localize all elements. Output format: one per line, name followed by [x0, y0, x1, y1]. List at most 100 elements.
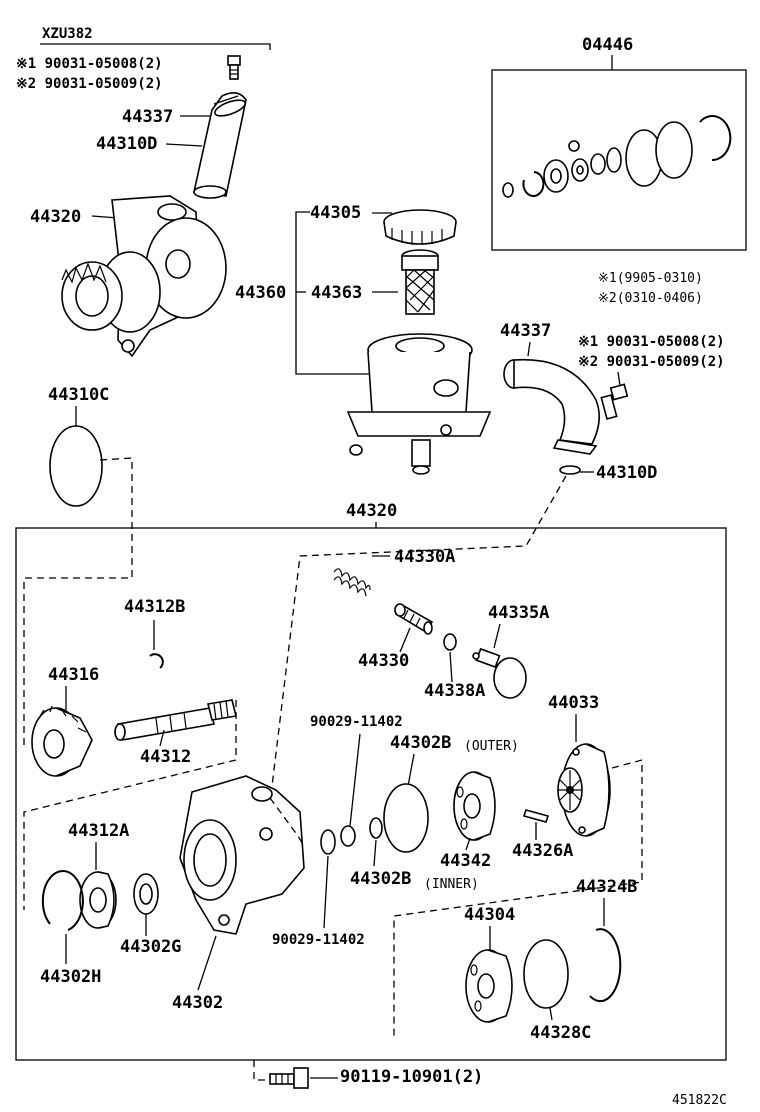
seal-kit-box: [491, 69, 747, 251]
bolt-icon-90119: [269, 1067, 309, 1089]
label-44312a: 44312A: [68, 821, 129, 841]
leader-44342: [465, 837, 471, 851]
washer-90029-lower: [320, 829, 336, 855]
oring-44302b-outer: [383, 783, 429, 853]
reservoir-cap: [383, 209, 457, 245]
oring-44338a: [443, 633, 457, 651]
label-44302b-outer: 44302B: [390, 733, 451, 753]
right-bolt-line-2: ※2 90031-05009(2): [578, 354, 725, 370]
strainer-filter: [401, 249, 439, 315]
label-44328c: 44328C: [530, 1023, 591, 1043]
plug-44335a: [472, 647, 527, 699]
label-44302: 44302: [172, 993, 223, 1013]
rotor-plate-44342: [453, 771, 496, 841]
oring-44328c: [523, 939, 569, 1009]
label-44363: 44363: [311, 283, 362, 303]
label-44320-box: 44320: [346, 501, 397, 521]
leader-44302: [197, 935, 217, 991]
label-44342: 44342: [440, 851, 491, 871]
note-outer: (OUTER): [464, 739, 519, 754]
label-44312: 44312: [140, 747, 191, 767]
leader-90029-lower: [323, 855, 329, 929]
spring-44330a: [333, 568, 371, 597]
drive-gear-44316: [31, 705, 93, 777]
label-44337-top: 44337: [122, 107, 173, 127]
snap-ring-44312b: [149, 653, 164, 669]
washer-90029-upper: [340, 825, 356, 847]
label-44310d-right: 44310D: [596, 463, 657, 483]
oring-44310d-right: [559, 465, 581, 475]
top-bolt-line-1: ※1 90031-05008(2): [16, 56, 163, 72]
dashed-cam: [393, 759, 643, 1040]
right-bolt-line-1: ※1 90031-05008(2): [578, 334, 725, 350]
leader-44335a: [493, 623, 501, 649]
bracket-44360: [295, 211, 372, 375]
leader-90029-upper: [349, 733, 361, 827]
pin-44326a: [522, 809, 550, 823]
label-90029-lower: 90029-11402: [272, 932, 365, 948]
label-44330: 44330: [358, 651, 409, 671]
dashed-44310c: [23, 457, 133, 748]
label-90119: 90119-10901(2): [340, 1067, 483, 1087]
date-note-2: ※2(0310-0406): [598, 291, 703, 306]
label-44310d-top: 44310D: [96, 134, 157, 154]
suction-pipe-top: [193, 92, 247, 199]
dashed-housing: [269, 797, 305, 847]
label-44320-top: 44320: [30, 207, 81, 227]
label-44312b: 44312B: [124, 597, 185, 617]
dashed-44310d-right: [271, 475, 567, 787]
leader-44328c: [549, 1007, 553, 1021]
leader-44337-right: [527, 341, 531, 357]
diagram-id: 451822C: [672, 1093, 727, 1108]
label-44316: 44316: [48, 665, 99, 685]
snap-ring-44324b: [589, 928, 622, 1003]
label-44330a: 44330A: [394, 547, 455, 567]
bolt-icon-top: [227, 55, 241, 80]
assembly-box-44320: [15, 527, 727, 1061]
top-bolt-line-2: ※2 90031-05009(2): [16, 76, 163, 92]
snap-ring-44302h: [41, 870, 84, 931]
oring-44302b-inner: [369, 817, 383, 839]
label-44302b-inner: 44302B: [350, 869, 411, 889]
leader-44302b-inner: [373, 839, 377, 867]
end-plate-44304: [465, 949, 513, 1023]
pump-housing-44302: [179, 775, 305, 935]
label-44302h: 44302H: [40, 967, 101, 987]
bearing-44302g: [133, 873, 159, 915]
dashed-shaft: [23, 700, 237, 910]
label-44326a: 44326A: [512, 841, 573, 861]
seal-kit-parts: [502, 115, 732, 198]
label-44337-right: 44337: [500, 321, 551, 341]
label-44360: 44360: [235, 283, 286, 303]
leader-44330: [399, 627, 411, 653]
reservoir-tank: [346, 333, 492, 475]
label-44033: 44033: [548, 693, 599, 713]
bearing-44312a: [79, 871, 117, 929]
leader-44338a: [449, 651, 453, 683]
label-04446: 04446: [582, 35, 633, 55]
cam-ring-44033: [557, 743, 611, 837]
leader-44302b-outer: [407, 753, 415, 787]
model-bracket-line: [40, 43, 271, 50]
label-44335a: 44335A: [488, 603, 549, 623]
leader-44310d-top: [165, 143, 203, 147]
pressure-pipe-right: [503, 358, 600, 455]
label-44304: 44304: [464, 905, 515, 925]
oring-44310c: [49, 425, 103, 507]
pump-assembly-top: [61, 195, 227, 358]
flow-control-valve-44330: [394, 603, 434, 635]
label-44338a: 44338A: [424, 681, 485, 701]
label-44305: 44305: [310, 203, 361, 223]
label-90029-upper: 90029-11402: [310, 714, 403, 730]
leader-44312: [159, 729, 165, 747]
date-note-1: ※1(9905-0310): [598, 271, 703, 286]
label-44310c: 44310C: [48, 385, 109, 405]
label-44324b: 44324B: [576, 877, 637, 897]
label-44302g: 44302G: [120, 937, 181, 957]
bolt-icon-right: [600, 383, 629, 420]
dashed-bolt-90119: [253, 1060, 270, 1081]
model-note: XZU382: [42, 26, 93, 42]
leader-right-bolt: [617, 371, 621, 387]
note-inner: (INNER): [424, 877, 479, 892]
